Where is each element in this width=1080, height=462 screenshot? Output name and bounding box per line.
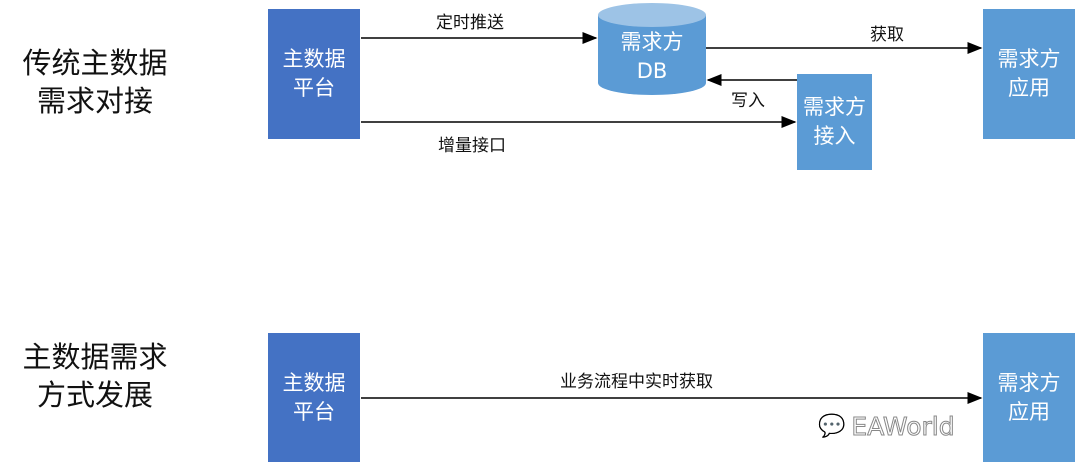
box-line: 需求方 — [997, 370, 1061, 395]
master-data-platform-box: 主数据 平台 — [268, 9, 360, 139]
demand-app-box-2: 需求方 应用 — [983, 333, 1075, 462]
box-line: 需求方 — [620, 30, 684, 54]
label-line: 需求对接 — [36, 84, 153, 118]
section-label-traditional: 传统主数据 需求对接 — [10, 44, 180, 120]
edge-label-write: 写入 — [731, 91, 765, 111]
box-line: 需求方 — [803, 95, 866, 119]
section-label-development: 主数据需求 方式发展 — [10, 338, 180, 414]
box-line: DB — [636, 59, 668, 83]
box-line: 需求方 — [997, 47, 1061, 71]
box-line: 平台 — [293, 76, 335, 100]
label-line: 主数据需求 — [22, 340, 168, 374]
label-line: 传统主数据 — [22, 46, 168, 80]
edge-label-fetch: 获取 — [870, 25, 904, 45]
edge-label-scheduled-push: 定时推送 — [436, 13, 504, 33]
box-line: 应用 — [1008, 76, 1050, 100]
box-line: 接入 — [813, 124, 856, 148]
box-line: 平台 — [293, 399, 335, 424]
box-line: 应用 — [1008, 399, 1050, 424]
master-data-platform-box-2: 主数据 平台 — [268, 333, 360, 462]
watermark-text: EAWorld — [851, 412, 955, 442]
label-line: 方式发展 — [36, 378, 153, 412]
demand-db: 需求方 DB — [598, 28, 706, 86]
box-line: 主数据 — [282, 370, 346, 395]
wechat-icon: 💬 — [817, 414, 846, 440]
edge-label-realtime: 业务流程中实时获取 — [560, 372, 713, 392]
database-cylinder — [598, 3, 706, 95]
demand-access-box: 需求方 接入 — [797, 74, 872, 170]
edge-label-incremental-api: 增量接口 — [438, 136, 506, 156]
demand-app-box: 需求方 应用 — [983, 9, 1075, 139]
box-line: 主数据 — [282, 47, 346, 71]
watermark: 💬 EAWorld — [817, 412, 955, 442]
